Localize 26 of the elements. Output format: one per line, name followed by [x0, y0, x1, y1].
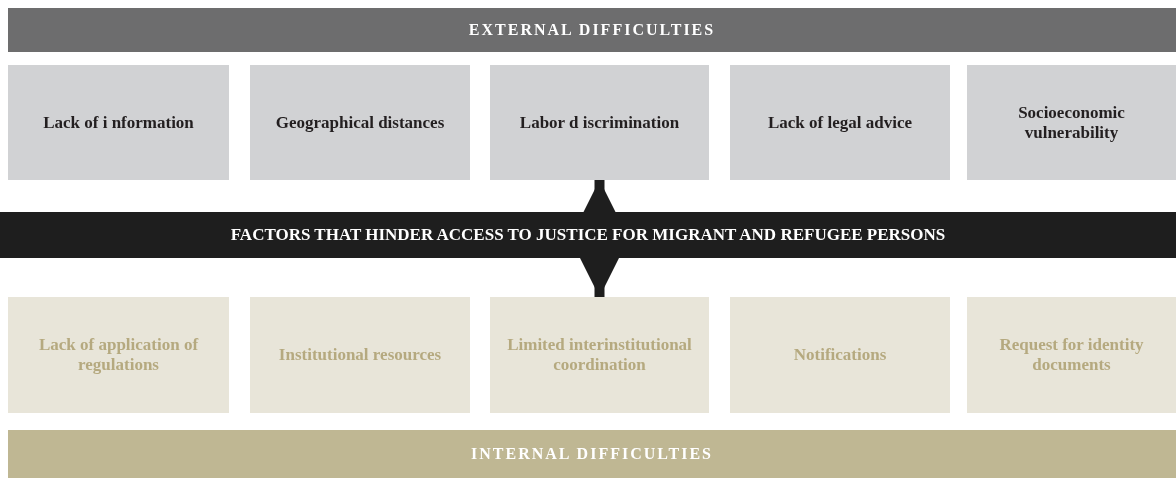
- factor-label: Geographical distances: [275, 112, 445, 133]
- factor-box: [490, 65, 709, 180]
- factor-box: [8, 65, 229, 180]
- factor-box: [967, 65, 1176, 180]
- factor-box: [250, 65, 470, 180]
- factor-label: Lack of legal advice: [768, 112, 912, 133]
- footer-band: [8, 430, 1176, 478]
- factor-box: [730, 65, 950, 180]
- factor-label: Notifications: [793, 345, 887, 365]
- factor-box: [967, 297, 1176, 413]
- factor-label: Limited interinstitutional coordination: [506, 335, 693, 375]
- factor-box: [730, 297, 950, 413]
- heading-text: EXTERNAL DIFFICULTIES: [468, 21, 716, 39]
- factor-label: Socioeconomic vulnerability: [1017, 102, 1126, 143]
- factor-label: Labor d iscrimination: [519, 112, 680, 133]
- factor-box: [8, 297, 229, 413]
- factor-label: Lack of i nformation: [43, 112, 194, 133]
- heading-text: FACTORS THAT HINDER ACCESS TO JUSTICE FOR MIGRANT AND REFUGEE PERSONS: [230, 225, 946, 245]
- factor-box: [490, 297, 709, 413]
- factor-box: [250, 297, 470, 413]
- title-band: [0, 212, 1176, 258]
- factor-label: Request for identity documents: [998, 335, 1145, 375]
- header-band: [8, 8, 1176, 52]
- heading-text: INTERNAL DIFFICULTIES: [471, 445, 713, 463]
- factor-label: Institutional resources: [278, 345, 442, 365]
- factor-label: Lack of application of regulations: [37, 335, 200, 375]
